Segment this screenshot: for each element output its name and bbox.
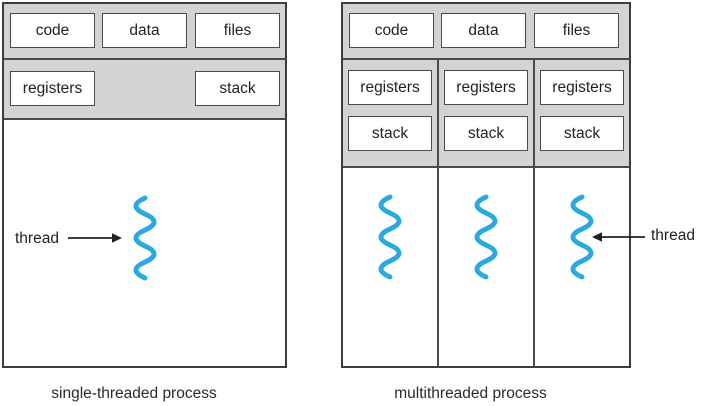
thread-column-body <box>535 168 629 366</box>
thread-column-2: registers stack <box>437 60 533 366</box>
thread-arrow-left-icon <box>592 232 645 242</box>
registers-box-label: registers <box>552 78 612 96</box>
caption-single-threaded: single-threaded process <box>51 385 217 402</box>
thread-column-3: registers stack <box>533 60 629 366</box>
registers-box-label: registers <box>22 79 83 97</box>
thread-squiggle-icon <box>378 194 402 280</box>
code-box-label: code <box>374 21 409 39</box>
data-box: data <box>441 13 526 48</box>
code-box: code <box>349 13 434 48</box>
thread-column-body <box>343 168 437 366</box>
stack-box: stack <box>444 116 528 151</box>
files-box-label: files <box>223 21 252 39</box>
registers-box-label: registers <box>360 78 420 96</box>
multithreaded-process-panel: code data files registers stack <box>341 2 631 368</box>
thread-arrow-right-icon <box>68 233 122 243</box>
code-box-label: code <box>35 21 70 39</box>
data-box-label: data <box>468 21 499 39</box>
stack-box: stack <box>540 116 624 151</box>
registers-box: registers <box>540 70 624 105</box>
thread-column-private-band: registers stack <box>535 60 629 168</box>
data-box: data <box>102 13 187 48</box>
files-box-label: files <box>562 21 591 39</box>
files-box: files <box>534 13 619 48</box>
files-box: files <box>195 13 280 48</box>
registers-stack-band: registers stack <box>4 60 285 120</box>
stack-box-label: stack <box>371 124 409 142</box>
stack-box-label: stack <box>467 124 505 142</box>
thread-squiggle-icon <box>474 194 498 280</box>
thread-label: thread <box>15 230 59 247</box>
data-box-label: data <box>129 21 160 39</box>
caption-multithreaded: multithreaded process <box>394 385 547 402</box>
registers-box: registers <box>444 70 528 105</box>
shared-resources-band: code data files <box>4 4 285 60</box>
thread-column-private-band: registers stack <box>439 60 533 168</box>
registers-box: registers <box>348 70 432 105</box>
thread-column-body <box>439 168 533 366</box>
thread-squiggle-icon <box>133 195 157 281</box>
thread-column-1: registers stack <box>343 60 437 366</box>
thread-columns: registers stack registers <box>343 60 629 366</box>
stack-box: stack <box>348 116 432 151</box>
thread-label: thread <box>651 227 695 244</box>
stack-box-label: stack <box>563 124 601 142</box>
code-box: code <box>10 13 95 48</box>
stack-box-label: stack <box>219 79 256 97</box>
stack-box: stack <box>195 71 280 106</box>
single-threaded-process-panel: code data files registers stack thread <box>2 2 287 368</box>
thread-squiggle-icon <box>570 194 594 280</box>
shared-resources-band: code data files <box>343 4 629 60</box>
thread-column-private-band: registers stack <box>343 60 437 168</box>
registers-box: registers <box>10 71 95 106</box>
registers-box-label: registers <box>456 78 516 96</box>
